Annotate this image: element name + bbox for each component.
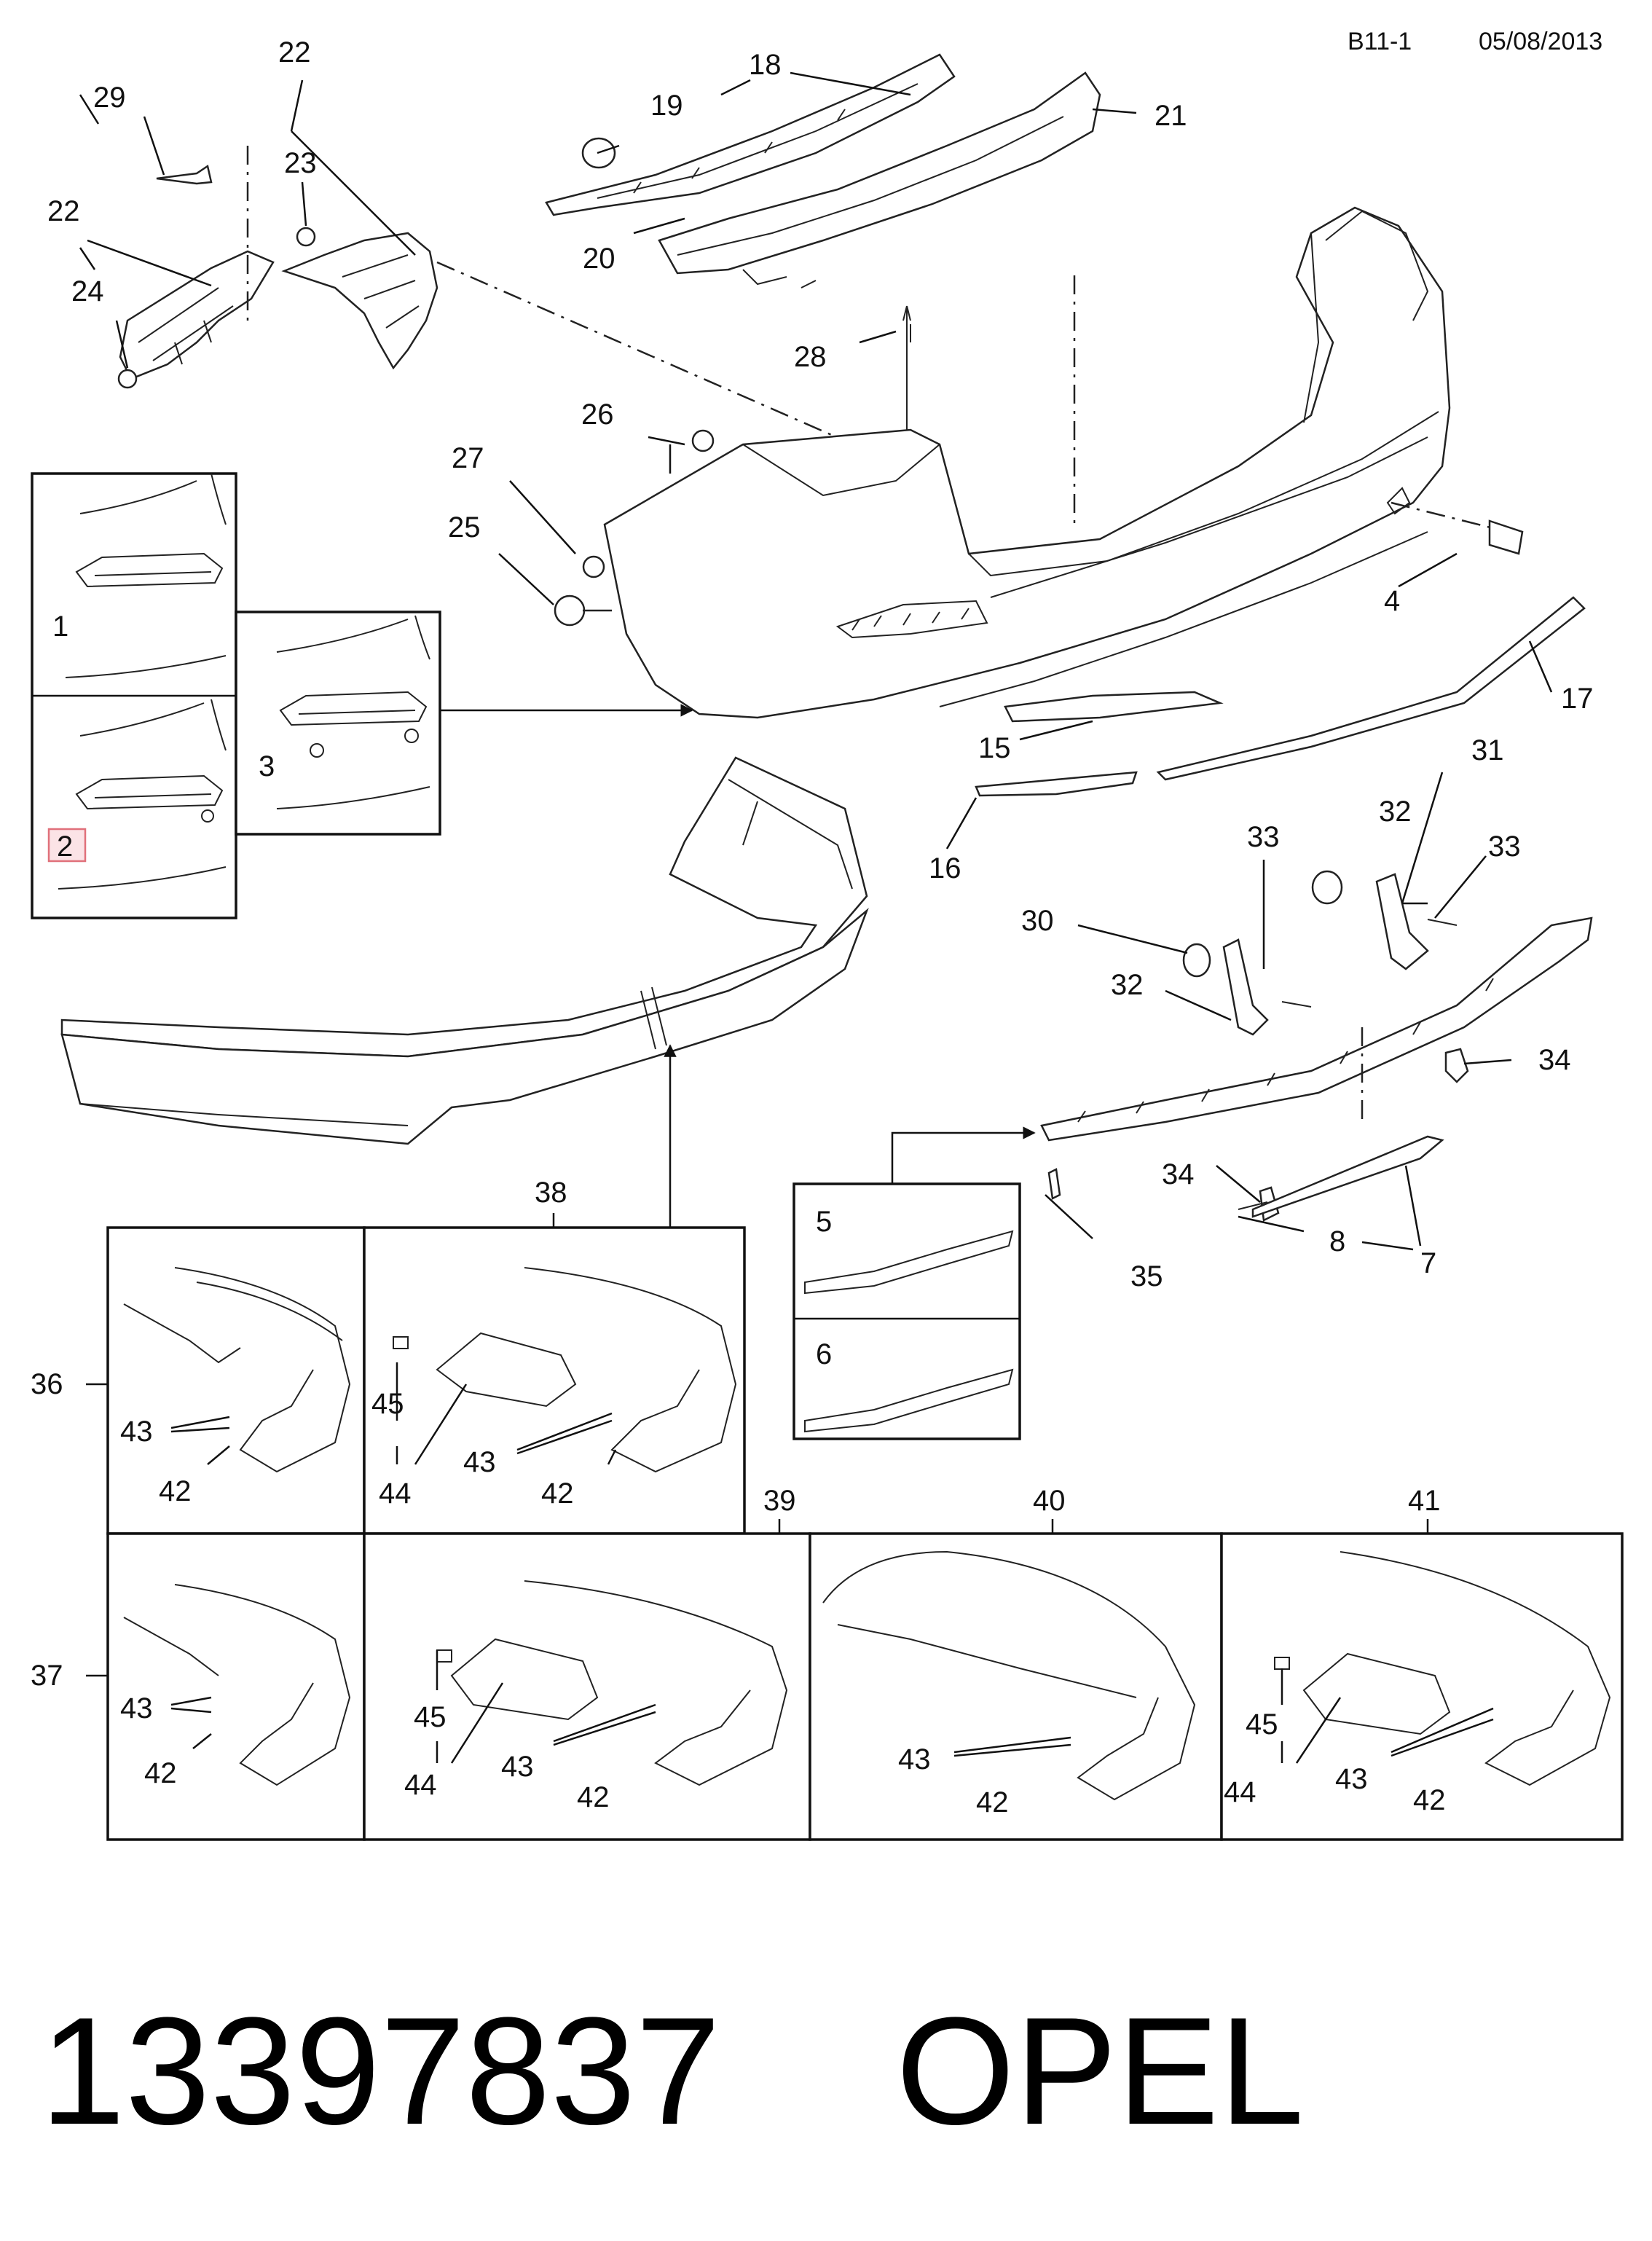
trim-strip-15 xyxy=(1004,691,1224,723)
callout-8: 8 xyxy=(1329,1225,1345,1257)
callout-38: 38 xyxy=(535,1177,567,1209)
lower-diffuser-panel xyxy=(60,756,869,1145)
callout-1: 1 xyxy=(52,611,68,643)
callout-2: 2 xyxy=(57,831,73,863)
callout-36: 36 xyxy=(31,1368,63,1400)
lower-reinforcement-assembly xyxy=(1040,870,1593,1222)
trim-strip-17 xyxy=(1156,596,1586,781)
variant-box-3 xyxy=(235,611,441,836)
callout-22-left: 22 xyxy=(47,195,80,227)
callout-40-42: 42 xyxy=(976,1786,1009,1818)
variant-sketches xyxy=(123,1267,1611,1801)
callout-38-43: 43 xyxy=(463,1446,496,1478)
impact-absorber-assembly xyxy=(545,53,1101,289)
callout-36-42: 42 xyxy=(159,1475,192,1507)
callout-26: 26 xyxy=(581,399,614,431)
callout-39-42: 42 xyxy=(577,1781,610,1813)
rear-bumper-fascia xyxy=(603,206,1451,719)
tow-cover-4 xyxy=(1488,519,1524,555)
callout-33-left: 33 xyxy=(1247,821,1280,853)
callout-39: 39 xyxy=(763,1485,796,1517)
leader-lines xyxy=(79,71,1553,1764)
callout-41-42: 42 xyxy=(1413,1784,1446,1816)
callout-27: 27 xyxy=(452,442,484,474)
callout-3: 3 xyxy=(259,750,275,782)
callout-labels: 29 22 23 22 24 18 19 20 21 28 26 27 25 4… xyxy=(31,36,1594,1818)
callout-33-right: 33 xyxy=(1488,831,1521,863)
callout-34-right: 34 xyxy=(1538,1044,1571,1076)
callout-23: 23 xyxy=(284,147,317,179)
brand-name: OPEL xyxy=(896,1985,1304,2156)
variant-grid xyxy=(106,1226,1624,1841)
callout-29: 29 xyxy=(93,82,126,114)
callout-37-42: 42 xyxy=(144,1757,177,1789)
callout-38-42: 42 xyxy=(541,1477,574,1510)
callout-41-44: 44 xyxy=(1224,1776,1256,1808)
callout-17: 17 xyxy=(1561,683,1594,715)
callout-41-43: 43 xyxy=(1335,1763,1368,1795)
variant-box-5-6 xyxy=(792,1182,1021,1440)
callout-41-45: 45 xyxy=(1246,1708,1278,1740)
callout-5: 5 xyxy=(816,1206,832,1238)
callout-19: 19 xyxy=(650,90,683,122)
callout-25: 25 xyxy=(448,511,481,543)
callout-20: 20 xyxy=(583,243,615,275)
callout-6: 6 xyxy=(816,1338,832,1370)
callout-22-top: 22 xyxy=(278,36,311,68)
callout-32-upper: 32 xyxy=(1379,796,1412,828)
sheet-code: B11-1 xyxy=(1348,28,1412,55)
callout-15: 15 xyxy=(978,732,1011,764)
callout-38-45: 45 xyxy=(371,1388,404,1420)
callout-39-45: 45 xyxy=(414,1701,447,1733)
callout-32-lower: 32 xyxy=(1111,969,1144,1001)
callout-7: 7 xyxy=(1420,1247,1436,1279)
callout-37: 37 xyxy=(31,1660,63,1692)
callout-34-lower: 34 xyxy=(1162,1158,1195,1190)
callout-36-43: 43 xyxy=(120,1416,153,1448)
trim-strip-16 xyxy=(975,771,1138,797)
sheet-date: 05/08/2013 xyxy=(1479,28,1602,55)
callout-24: 24 xyxy=(71,275,104,307)
callout-30: 30 xyxy=(1021,905,1054,937)
callout-39-44: 44 xyxy=(404,1769,437,1801)
callout-28: 28 xyxy=(794,341,827,373)
callout-4: 4 xyxy=(1384,585,1400,617)
callout-37-43: 43 xyxy=(120,1692,153,1724)
fastener-group-25-27 xyxy=(554,324,911,627)
callout-41: 41 xyxy=(1408,1485,1441,1517)
part-number: 13397837 xyxy=(40,1985,720,2156)
callout-40-43: 43 xyxy=(898,1743,931,1775)
callout-35: 35 xyxy=(1130,1260,1163,1292)
variant-2-highlight xyxy=(47,828,87,863)
callout-39-43: 43 xyxy=(501,1751,534,1783)
callout-16: 16 xyxy=(929,852,961,884)
callout-38-44: 44 xyxy=(379,1477,412,1510)
bracket-assembly-left xyxy=(117,164,438,389)
callout-21: 21 xyxy=(1155,100,1187,132)
callout-18: 18 xyxy=(749,49,782,81)
callout-40: 40 xyxy=(1033,1485,1066,1517)
callout-31: 31 xyxy=(1471,734,1504,766)
